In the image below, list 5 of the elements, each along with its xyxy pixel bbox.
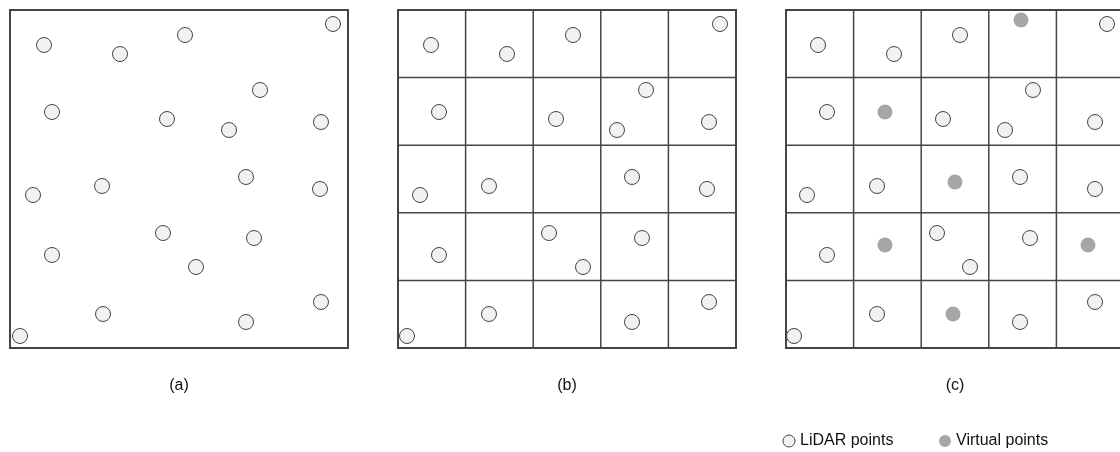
- legend-label: LiDAR points: [800, 431, 894, 449]
- legend-label: Virtual points: [956, 431, 1049, 449]
- panel-caption: (b): [557, 376, 577, 394]
- panel-caption: (a): [169, 376, 189, 394]
- panel-caption: (c): [945, 376, 965, 394]
